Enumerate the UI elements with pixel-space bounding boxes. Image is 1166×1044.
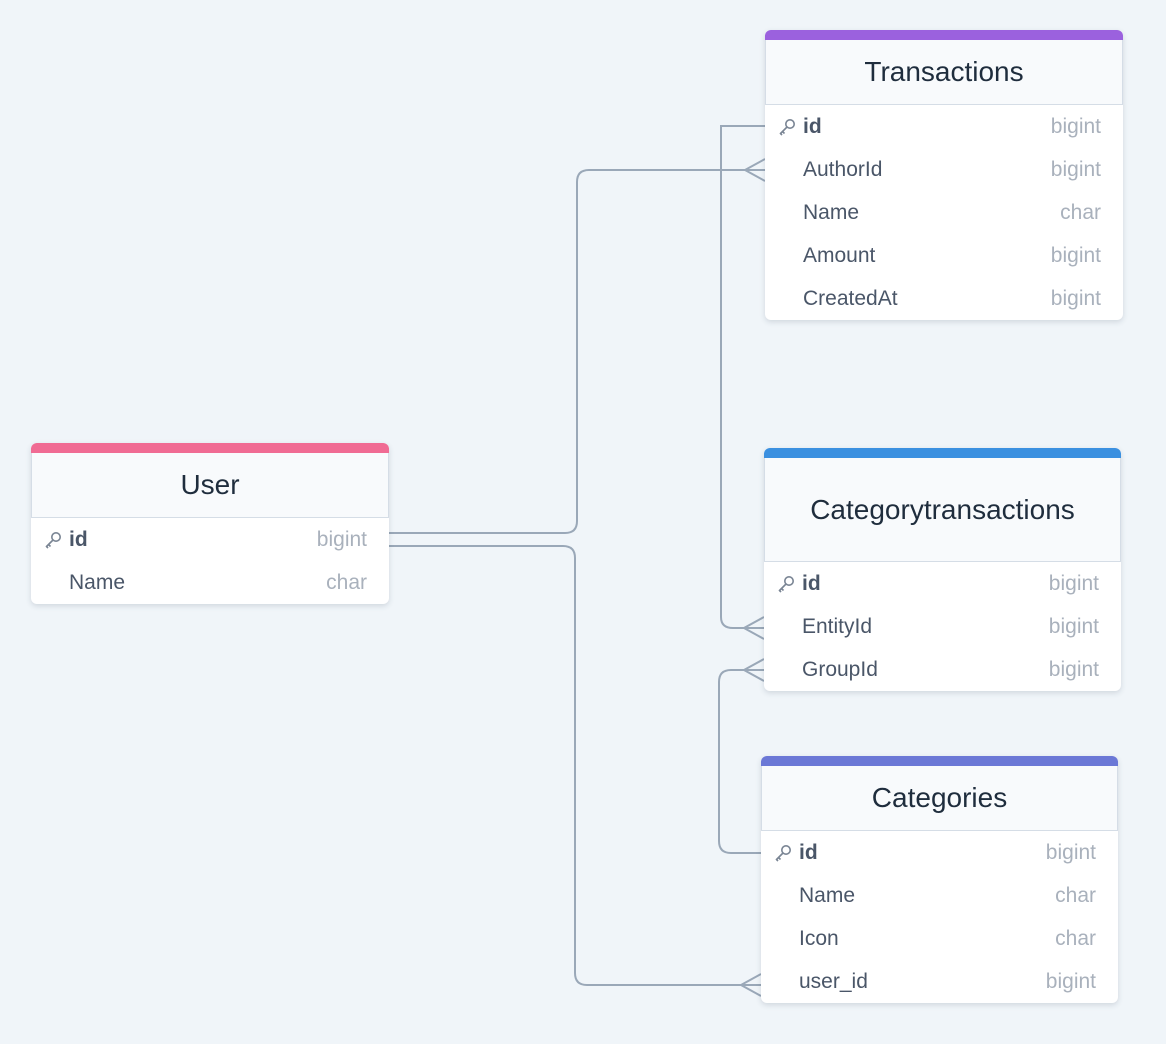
row-icon-spacer [777,201,803,225]
table-title: Categorytransactions [764,458,1121,562]
row-icon-spacer [773,884,799,908]
table-title: Transactions [765,40,1123,105]
edge-user-transactions[interactable] [389,169,765,534]
key-icon [777,115,803,139]
column-type: bigint [1050,114,1101,138]
table-row[interactable]: AuthorId bigint [765,148,1123,191]
column-name: Name [803,200,860,224]
table-row[interactable]: EntityId bigint [764,605,1121,648]
table-row[interactable]: id bigint [31,518,389,561]
table-accent [764,448,1121,458]
table-row[interactable]: id bigint [761,831,1118,874]
column-type: bigint [316,527,367,551]
column-name: id [803,114,822,138]
column-name: user_id [799,969,868,993]
column-name: Name [799,883,856,907]
row-icon-spacer [777,287,803,311]
row-icon-spacer [776,658,802,682]
column-name: Icon [799,926,839,950]
table-row[interactable]: Amount bigint [765,234,1123,277]
column-type: char [1055,926,1096,950]
column-type: bigint [1045,969,1096,993]
key-icon [776,572,802,596]
table-row[interactable]: id bigint [764,562,1121,605]
column-type: bigint [1048,571,1099,595]
row-icon-spacer [777,244,803,268]
column-type: bigint [1048,657,1099,681]
table-row[interactable]: user_id bigint [761,960,1118,1003]
row-icon-spacer [773,927,799,951]
column-name: Amount [803,243,876,267]
column-type: bigint [1050,286,1101,310]
crowfoot-categorytransactions-groupid [741,658,765,682]
table-accent [765,30,1123,40]
table-row[interactable]: Name char [31,561,389,604]
table-title: User [31,453,389,518]
row-icon-spacer [43,571,69,595]
column-type: char [1055,883,1096,907]
table-row[interactable]: Name char [761,874,1118,917]
row-icon-spacer [773,970,799,994]
column-type: char [326,570,367,594]
key-icon [43,528,69,552]
column-type: bigint [1050,157,1101,181]
column-type: bigint [1045,840,1096,864]
column-name: CreatedAt [803,286,898,310]
edge-user-categories[interactable] [389,545,761,986]
table-row[interactable]: Icon char [761,917,1118,960]
table-title: Categories [761,766,1118,831]
column-type: bigint [1048,614,1099,638]
column-name: GroupId [802,657,878,681]
table-row[interactable]: Name char [765,191,1123,234]
crowfoot-categorytransactions-entityid [741,616,765,640]
column-name: EntityId [802,614,873,638]
column-name: id [69,527,88,551]
table-accent [761,756,1118,766]
column-type: bigint [1050,243,1101,267]
column-name: id [802,571,821,595]
row-icon-spacer [777,158,803,182]
row-icon-spacer [776,615,802,639]
column-name: Name [69,570,126,594]
table-row[interactable]: GroupId bigint [764,648,1121,691]
crowfoot-categories-userid [738,973,762,997]
crowfoot-transactions-authorid [742,158,766,182]
key-icon [773,841,799,865]
table-accent [31,443,389,453]
table-row[interactable]: CreatedAt bigint [765,277,1123,320]
column-name: id [799,840,818,864]
column-type: char [1060,200,1101,224]
edge-transactions-categorytransactions[interactable] [720,125,765,629]
edge-categories-categorytransactions[interactable] [718,669,764,854]
column-name: AuthorId [803,157,883,181]
table-row[interactable]: id bigint [765,105,1123,148]
